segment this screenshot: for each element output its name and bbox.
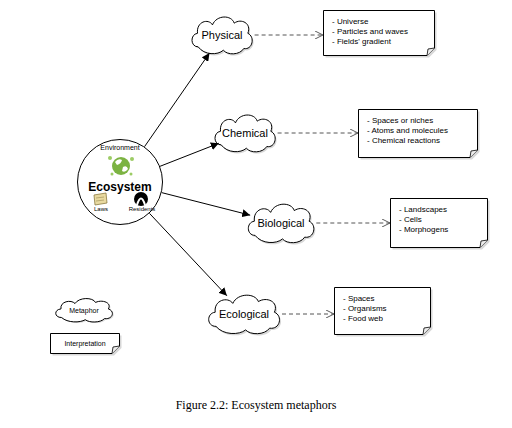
text-holder: - Universe- Particles and waves- Fields'… bbox=[332, 17, 408, 47]
legend-entry: Interpretation bbox=[50, 333, 120, 354]
interpretation-arrow bbox=[255, 35, 323, 36]
note-shape bbox=[335, 288, 431, 335]
metaphor-arrow bbox=[162, 193, 251, 216]
interpretation-arrow bbox=[278, 133, 358, 134]
cloud-shape bbox=[248, 204, 313, 243]
text-holder: Metaphor bbox=[52, 296, 116, 324]
text-holder: Chemical bbox=[211, 111, 279, 155]
interpretation-item: - Food web bbox=[343, 314, 387, 324]
interpretation-item: - Chemical reactions bbox=[367, 136, 448, 146]
text-holder: - Spaces- Organisms- Food web bbox=[343, 294, 387, 324]
metaphor-cloud: Ecological bbox=[204, 291, 284, 337]
figure-caption: Figure 2.2: Ecosystem metaphors bbox=[0, 398, 512, 413]
interpretation-item: - Particles and waves bbox=[332, 27, 408, 37]
note-shape bbox=[324, 11, 435, 56]
interpretation-item: - Atoms and molecules bbox=[367, 126, 448, 136]
interpretation-note: - Universe- Particles and waves- Fields'… bbox=[323, 10, 435, 56]
metaphor-arrow bbox=[149, 213, 226, 295]
text-holder: Interpretation bbox=[50, 333, 120, 354]
legend-label: Metaphor bbox=[69, 307, 99, 314]
interpretation-item: - Organisms bbox=[343, 304, 387, 314]
node-label: Residents bbox=[124, 206, 160, 212]
cloud-shape bbox=[215, 115, 275, 152]
interpretation-item: - Universe bbox=[332, 17, 408, 27]
metaphor-label: Physical bbox=[202, 28, 243, 42]
ecosystem-node: EnvironmentEcosystemLaws Residents bbox=[77, 139, 163, 225]
interpretation-note: - Spaces- Organisms- Food web bbox=[334, 287, 431, 335]
note-fold bbox=[470, 150, 478, 158]
cloud-shape bbox=[192, 17, 252, 54]
note-shape bbox=[391, 199, 488, 248]
metaphor-arrow bbox=[145, 53, 210, 147]
node-label: Laws bbox=[87, 206, 115, 212]
metaphor-cloud: Physical bbox=[188, 13, 256, 57]
legend-label: Interpretation bbox=[64, 340, 105, 347]
interpretation-item: - Cells bbox=[399, 215, 448, 225]
legend-entry: Metaphor bbox=[52, 296, 116, 324]
node-label: Environment bbox=[77, 144, 163, 151]
interpretation-arrow bbox=[282, 314, 334, 315]
note-fold bbox=[427, 48, 435, 56]
interpretation-arrow bbox=[316, 223, 390, 224]
text-holder: - Spaces or niches- Atoms and molecules-… bbox=[367, 116, 448, 146]
note-shape bbox=[359, 110, 478, 158]
metaphor-cloud: Biological bbox=[244, 200, 318, 246]
metaphor-cloud: Chemical bbox=[211, 111, 279, 155]
cloud-shape bbox=[56, 299, 113, 322]
interpretation-item: - Landscapes bbox=[399, 205, 448, 215]
interpretation-note: - Spaces or niches- Atoms and molecules-… bbox=[358, 109, 478, 158]
note-fold bbox=[112, 346, 120, 354]
text-holder: Ecological bbox=[204, 291, 284, 337]
interpretation-item: - Morphogens bbox=[399, 225, 448, 235]
text-holder: - Landscapes- Cells- Morphogens bbox=[399, 205, 448, 235]
interpretation-item: - Spaces bbox=[343, 294, 387, 304]
node-label: Ecosystem bbox=[77, 180, 163, 194]
note-shape bbox=[51, 334, 120, 354]
cloud-shape bbox=[209, 295, 280, 334]
metaphor-arrow bbox=[160, 143, 219, 166]
metaphor-label: Chemical bbox=[222, 126, 268, 140]
note-fold bbox=[480, 240, 488, 248]
interpretation-note: - Landscapes- Cells- Morphogens bbox=[390, 198, 488, 248]
interpretation-item: - Spaces or niches bbox=[367, 116, 448, 126]
ecosystem-circle bbox=[78, 140, 163, 225]
text-holder: Biological bbox=[244, 200, 318, 246]
interpretation-item: - Fields' gradient bbox=[332, 37, 408, 47]
note-fold bbox=[423, 327, 431, 335]
metaphor-label: Biological bbox=[257, 216, 304, 230]
text-holder: Physical bbox=[188, 13, 256, 57]
metaphor-label: Ecological bbox=[219, 307, 269, 321]
